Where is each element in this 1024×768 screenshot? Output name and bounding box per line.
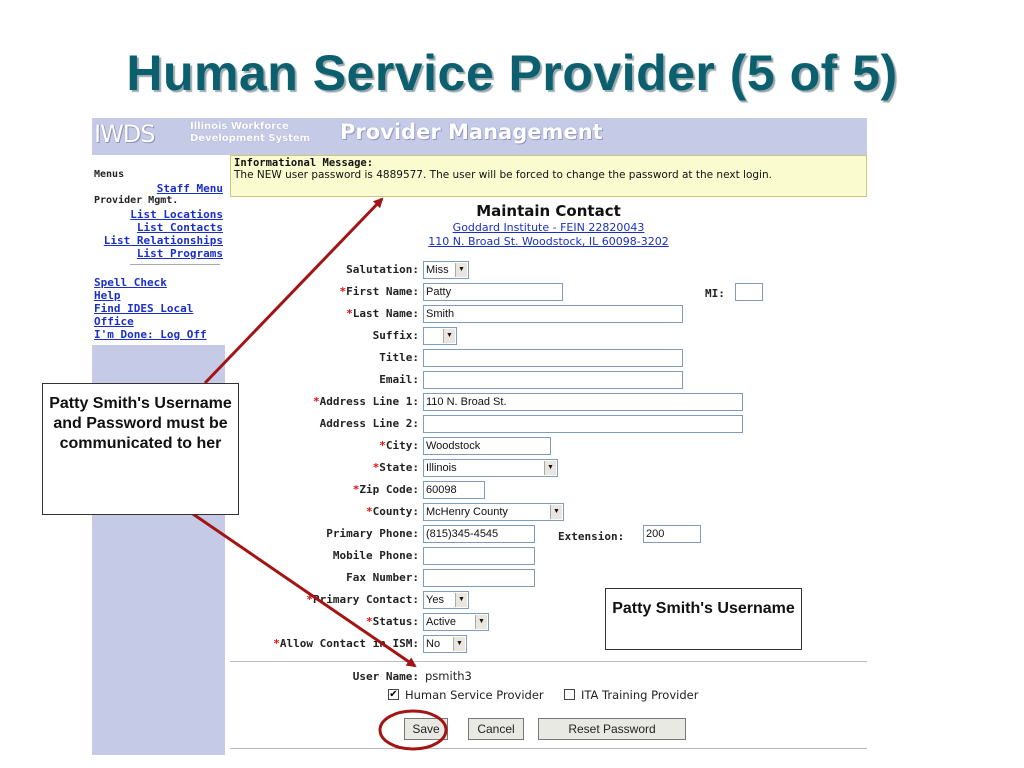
- first-name-input[interactable]: Patty: [423, 283, 563, 301]
- salutation-select[interactable]: Miss ▼: [423, 261, 469, 279]
- logo-subtitle: Illinois Workforce Development System: [190, 121, 340, 145]
- provider-link[interactable]: Goddard Institute - FEIN 22820043: [452, 221, 645, 234]
- primary-phone-label: Primary Phone:: [326, 527, 419, 540]
- sidebar-menu-panel: [92, 155, 225, 345]
- human-service-provider-checkbox[interactable]: ✔: [388, 689, 399, 700]
- mi-input[interactable]: [735, 283, 763, 301]
- sidebar-divider: [130, 264, 220, 265]
- allow-contact-select[interactable]: No ▼: [423, 635, 467, 653]
- chevron-down-icon: ▼: [455, 263, 467, 277]
- state-select[interactable]: Illinois ▼: [423, 459, 558, 477]
- zip-input[interactable]: 60098: [423, 481, 485, 499]
- primary-phone-input[interactable]: (815)345-4545: [423, 525, 535, 543]
- state-label: *State:: [372, 461, 419, 474]
- staff-menu-link[interactable]: Staff Menu: [156, 182, 223, 195]
- status-value: Active: [426, 616, 456, 628]
- ita-training-provider-label: ITA Training Provider: [581, 688, 699, 702]
- address1-input[interactable]: 110 N. Broad St.: [423, 393, 743, 411]
- user-name-value: psmith3: [425, 669, 472, 683]
- primary-contact-label: *Primary Contact:: [306, 593, 419, 606]
- informational-message: Informational Message: The NEW user pass…: [230, 155, 867, 197]
- spell-check-link[interactable]: Spell Check: [94, 276, 167, 289]
- salutation-value: Miss: [426, 264, 449, 276]
- address2-input[interactable]: [423, 415, 743, 433]
- cancel-button[interactable]: Cancel: [468, 718, 524, 740]
- zip-label: *Zip Code:: [352, 483, 419, 496]
- chevron-down-icon: ▼: [453, 637, 465, 651]
- app-header: IWDS Illinois Workforce Development Syst…: [92, 118, 867, 155]
- allow-contact-value: No: [426, 638, 441, 650]
- logo-sub-line-1: Illinois Workforce: [190, 121, 289, 132]
- extension-label: Extension:: [558, 530, 625, 543]
- state-value: Illinois: [426, 462, 457, 474]
- main-content: Informational Message: The NEW user pass…: [230, 155, 867, 755]
- fax-input[interactable]: [423, 569, 535, 587]
- app-title: Provider Management: [340, 120, 603, 144]
- help-link[interactable]: Help: [94, 289, 121, 302]
- slide-title: Human Service Provider (5 of 5): [126, 45, 898, 101]
- allow-contact-label: *Allow Contact in ISM:: [273, 637, 419, 650]
- reset-password-button[interactable]: Reset Password: [538, 718, 686, 740]
- email-input[interactable]: [423, 371, 683, 389]
- county-select[interactable]: McHenry County ▼: [423, 503, 564, 521]
- message-text: The NEW user password is 4889577. The us…: [234, 169, 772, 181]
- address1-label: *Address Line 1:: [313, 395, 419, 408]
- save-button[interactable]: Save: [404, 718, 448, 740]
- primary-contact-value: Yes: [426, 594, 444, 606]
- chevron-down-icon: ▼: [475, 615, 487, 629]
- last-name-input[interactable]: Smith: [423, 305, 683, 323]
- iwds-logo: IWDS: [94, 120, 156, 148]
- title-input[interactable]: [423, 349, 683, 367]
- fax-label: Fax Number:: [346, 571, 419, 584]
- form-bottom-divider: [230, 748, 867, 749]
- right-callout: Patty Smith's Username: [605, 588, 802, 650]
- form-title: Maintain Contact: [476, 202, 621, 220]
- log-off-link[interactable]: I'm Done: Log Off: [94, 328, 207, 341]
- ita-training-provider-checkbox[interactable]: [564, 689, 575, 700]
- chevron-down-icon: ▼: [550, 505, 562, 519]
- address-link[interactable]: 110 N. Broad St. Woodstock, IL 60098-320…: [428, 235, 669, 248]
- chevron-down-icon: ▼: [455, 593, 467, 607]
- first-name-label: *First Name:: [339, 285, 419, 298]
- suffix-select[interactable]: ▼: [423, 327, 457, 345]
- city-label: *City:: [379, 439, 419, 452]
- county-label: *County:: [366, 505, 419, 518]
- sidebar-item-list-programs[interactable]: List Programs: [136, 247, 223, 260]
- logo-sub-line-2: Development System: [190, 133, 311, 144]
- address2-label: Address Line 2:: [319, 417, 419, 430]
- mobile-phone-input[interactable]: [423, 547, 535, 565]
- find-ides-link[interactable]: Find IDES Local: [94, 302, 194, 315]
- sidebar-item-list-relationships[interactable]: List Relationships: [103, 234, 223, 247]
- menus-label: Menus: [94, 169, 125, 180]
- mobile-phone-label: Mobile Phone:: [332, 549, 419, 562]
- salutation-label: Salutation:: [346, 263, 419, 276]
- user-name-label: User Name:: [352, 670, 419, 683]
- primary-contact-select[interactable]: Yes ▼: [423, 591, 469, 609]
- suffix-label: Suffix:: [372, 329, 419, 342]
- chevron-down-icon: ▼: [544, 461, 556, 475]
- sidebar-item-list-contacts[interactable]: List Contacts: [136, 221, 223, 234]
- sidebar-item-list-locations[interactable]: List Locations: [130, 208, 223, 221]
- message-heading: Informational Message:: [234, 157, 374, 169]
- city-input[interactable]: Woodstock: [423, 437, 551, 455]
- mi-label: MI:: [705, 287, 725, 300]
- status-label: *Status:: [366, 615, 419, 628]
- find-ides-link-line-2[interactable]: Office: [94, 315, 134, 328]
- status-select[interactable]: Active ▼: [423, 613, 489, 631]
- form-divider: [230, 661, 867, 662]
- extension-input[interactable]: 200: [643, 525, 701, 543]
- title-label: Title:: [379, 351, 419, 364]
- last-name-label: *Last Name:: [346, 307, 419, 320]
- email-label: Email:: [379, 373, 419, 386]
- human-service-provider-label: Human Service Provider: [405, 688, 544, 702]
- provider-mgmt-label: Provider Mgmt.: [94, 195, 179, 206]
- county-value: McHenry County: [426, 506, 508, 518]
- left-callout: Patty Smith's Username and Password must…: [42, 383, 239, 515]
- chevron-down-icon: ▼: [443, 329, 455, 343]
